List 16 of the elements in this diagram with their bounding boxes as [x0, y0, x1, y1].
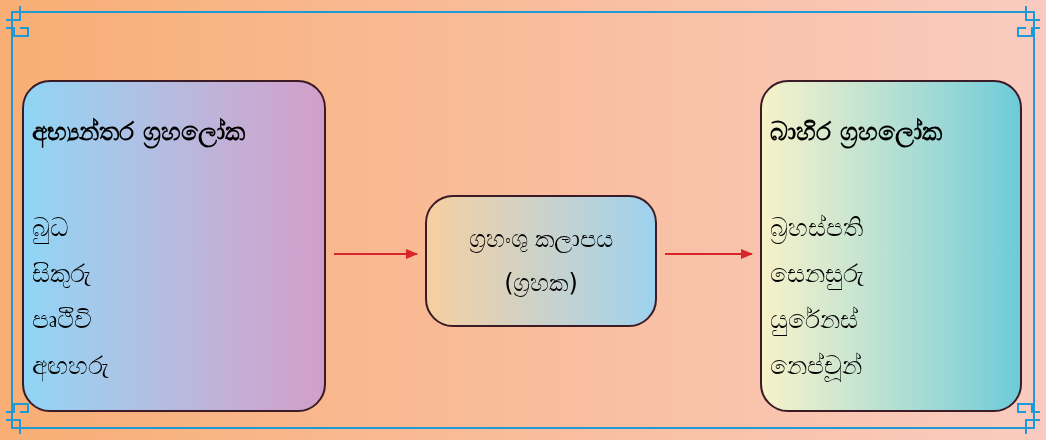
- list-item: සෙනසුරු: [770, 258, 865, 292]
- process-box: [425, 195, 657, 327]
- list-item: බ්‍රහස්පති: [770, 212, 864, 246]
- box-heading: බාහිර ග්‍රහලෝක: [770, 114, 1012, 150]
- arrow: [664, 249, 753, 259]
- box-label: ග්‍රහංශු කලාපය (ග්‍රහක): [467, 224, 615, 299]
- list-box: [22, 80, 326, 412]
- list-item: අඟහරු: [32, 350, 110, 384]
- list-item: බුධ: [32, 212, 70, 246]
- list-item: සිකුරු: [32, 258, 92, 290]
- box-heading: අභ්‍යන්තර ග්‍රහලෝක: [32, 114, 316, 150]
- list-item: නෙප්චූන්: [770, 350, 863, 384]
- list-item: පෘථිවි: [32, 304, 93, 336]
- list-box: [760, 80, 1022, 412]
- list-item: යුරේනස්: [770, 304, 859, 338]
- arrow: [333, 249, 418, 259]
